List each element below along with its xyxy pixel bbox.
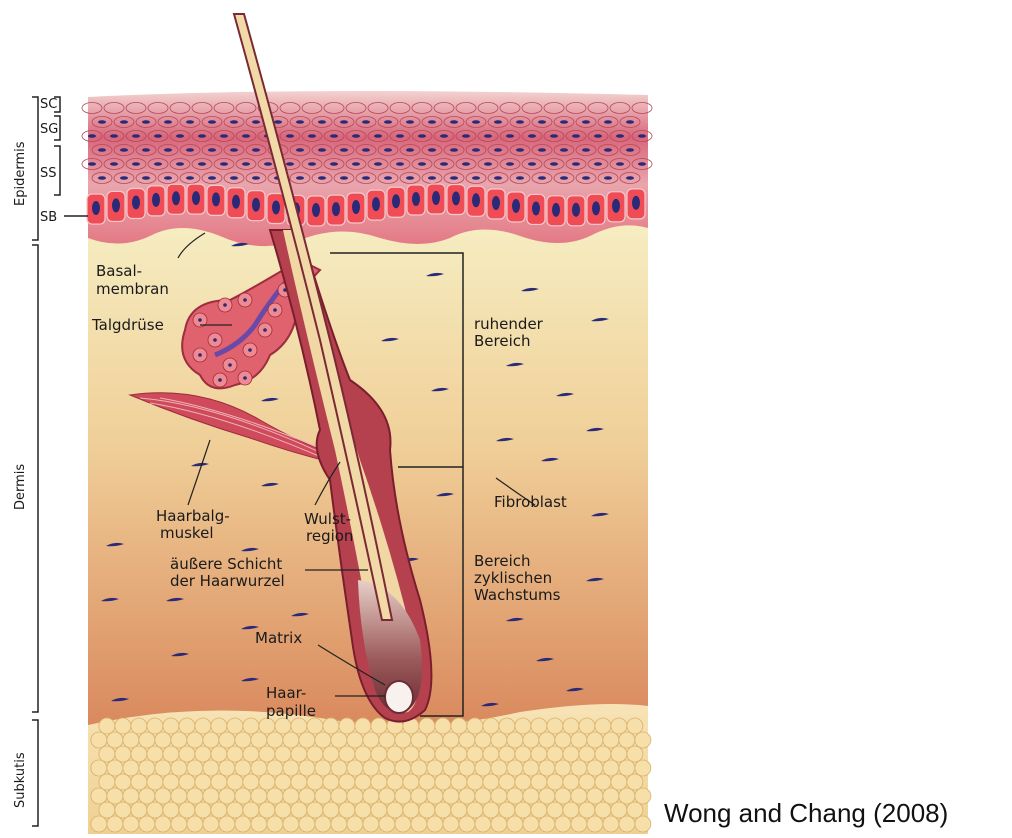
label-haarbalg-2: muskel	[160, 524, 213, 542]
label-matrix: Matrix	[255, 629, 302, 647]
label-wulst-2: region	[306, 527, 353, 545]
layer-label-subkutis: Subkutis	[13, 752, 28, 808]
label-talgdruese: Talgdrüse	[91, 316, 164, 334]
label-fibroblast: Fibroblast	[494, 493, 567, 511]
layer-label-dermis: Dermis	[13, 464, 28, 510]
label-haar-2: papille	[266, 702, 316, 720]
label-ruhender-2: Bereich	[474, 332, 531, 350]
layer-label-ss: SS	[40, 166, 57, 181]
label-bereich-3: Wachstums	[474, 586, 561, 604]
label-basalmembran-2: membran	[96, 280, 169, 298]
label-aeussere-1: äußere Schicht	[170, 555, 282, 573]
label-bereich-1: Bereich	[474, 552, 531, 570]
label-bereich-2: zyklischen	[474, 569, 552, 587]
label-wulst-1: Wulst-	[304, 510, 351, 528]
layer-label-epidermis: Epidermis	[13, 141, 28, 206]
layer-label-sb: SB	[40, 210, 57, 225]
label-basalmembran-1: Basal-	[96, 262, 142, 280]
label-haarbalg-1: Haarbalg-	[156, 507, 230, 525]
layer-brackets	[32, 97, 88, 826]
layer-label-sc: SC	[40, 97, 57, 112]
label-haar-1: Haar-	[266, 684, 306, 702]
layer-label-sg: SG	[40, 122, 58, 137]
source-credit: Wong and Chang (2008)	[664, 798, 948, 829]
label-aeussere-2: der Haarwurzel	[170, 572, 285, 590]
dermal-papilla	[385, 681, 413, 713]
label-ruhender-1: ruhender	[474, 315, 544, 333]
